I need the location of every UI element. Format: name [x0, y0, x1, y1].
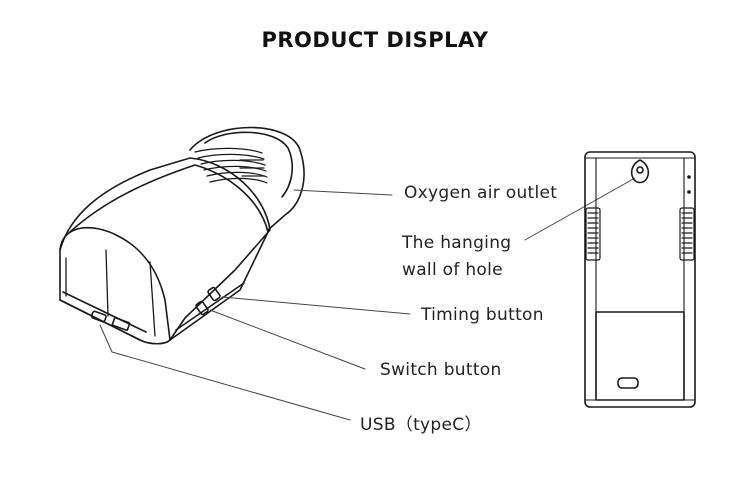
hanging-hole-shape [630, 159, 650, 184]
leader-hanging-hole [524, 177, 636, 241]
page-title: PRODUCT DISPLAY [261, 28, 489, 52]
label-hanging-hole-line2: wall of hole [402, 260, 503, 280]
body-bottom-edge [169, 231, 269, 341]
leader-switch-button [209, 309, 366, 370]
leader-usb-2 [111, 351, 351, 421]
switch-button-shape [195, 300, 209, 316]
usb-port-shape [90, 310, 107, 323]
timing-button-shape [207, 286, 221, 302]
body-top-edge [69, 164, 269, 233]
label-oxygen-outlet: Oxygen air outlet [404, 183, 558, 203]
label-switch-button: Switch button [380, 360, 502, 380]
rear-usb-slot [617, 377, 639, 389]
outlet-grille [194, 147, 268, 184]
leader-timing-button [221, 296, 411, 315]
label-timing-button: Timing button [421, 305, 544, 325]
battery-cover [595, 311, 685, 401]
leader-lines [99, 177, 636, 421]
device-rear-view [584, 151, 696, 408]
right-vent [679, 207, 695, 261]
label-hanging-hole-line1: The hanging [402, 233, 512, 253]
rear-body [584, 151, 696, 408]
device-perspective-view [59, 126, 305, 345]
leader-usb [99, 324, 113, 353]
left-vent [585, 207, 601, 261]
body-shell [59, 157, 271, 341]
label-usb: USB（typeC） [360, 415, 482, 435]
leader-oxygen-outlet [293, 189, 393, 196]
outlet-cylinder-rim [204, 131, 294, 198]
outlet-cylinder [189, 126, 305, 231]
